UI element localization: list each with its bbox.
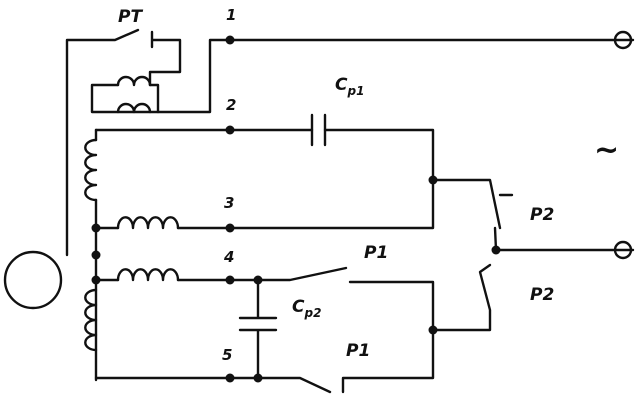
label-relay-p2-lower: P2 — [530, 285, 554, 305]
label-relay-p2-upper: P2 — [530, 205, 554, 225]
line-2-capacitor-cp1 — [94, 113, 435, 182]
relay-p2-contacts — [431, 178, 635, 332]
winding-lower — [84, 288, 98, 352]
terminal-lower — [613, 240, 633, 260]
line-5-contact-p1 — [94, 328, 435, 394]
thermal-relay — [65, 28, 635, 257]
label-node-3: 3 — [224, 194, 234, 212]
terminal-upper — [613, 30, 633, 50]
label-thermal-relay: PT — [118, 7, 143, 27]
motor-symbol — [3, 250, 63, 310]
label-node-4: 4 — [223, 248, 234, 266]
winding-line-4 — [94, 266, 435, 332]
label-cap1: Cp1 — [335, 75, 364, 98]
label-relay-p1-lower: P1 — [346, 341, 370, 361]
capacitor-cp2 — [238, 278, 278, 380]
label-relay-p1-upper: P1 — [364, 243, 388, 263]
label-node-2: 2 — [226, 96, 236, 114]
winding-line-3 — [94, 178, 435, 230]
label-cap2: Cp2 — [292, 297, 321, 320]
label-node-5: 5 — [222, 346, 232, 364]
junction-dots — [91, 35, 501, 383]
ac-symbol: ~ — [594, 133, 619, 168]
label-node-1: 1 — [226, 6, 236, 24]
